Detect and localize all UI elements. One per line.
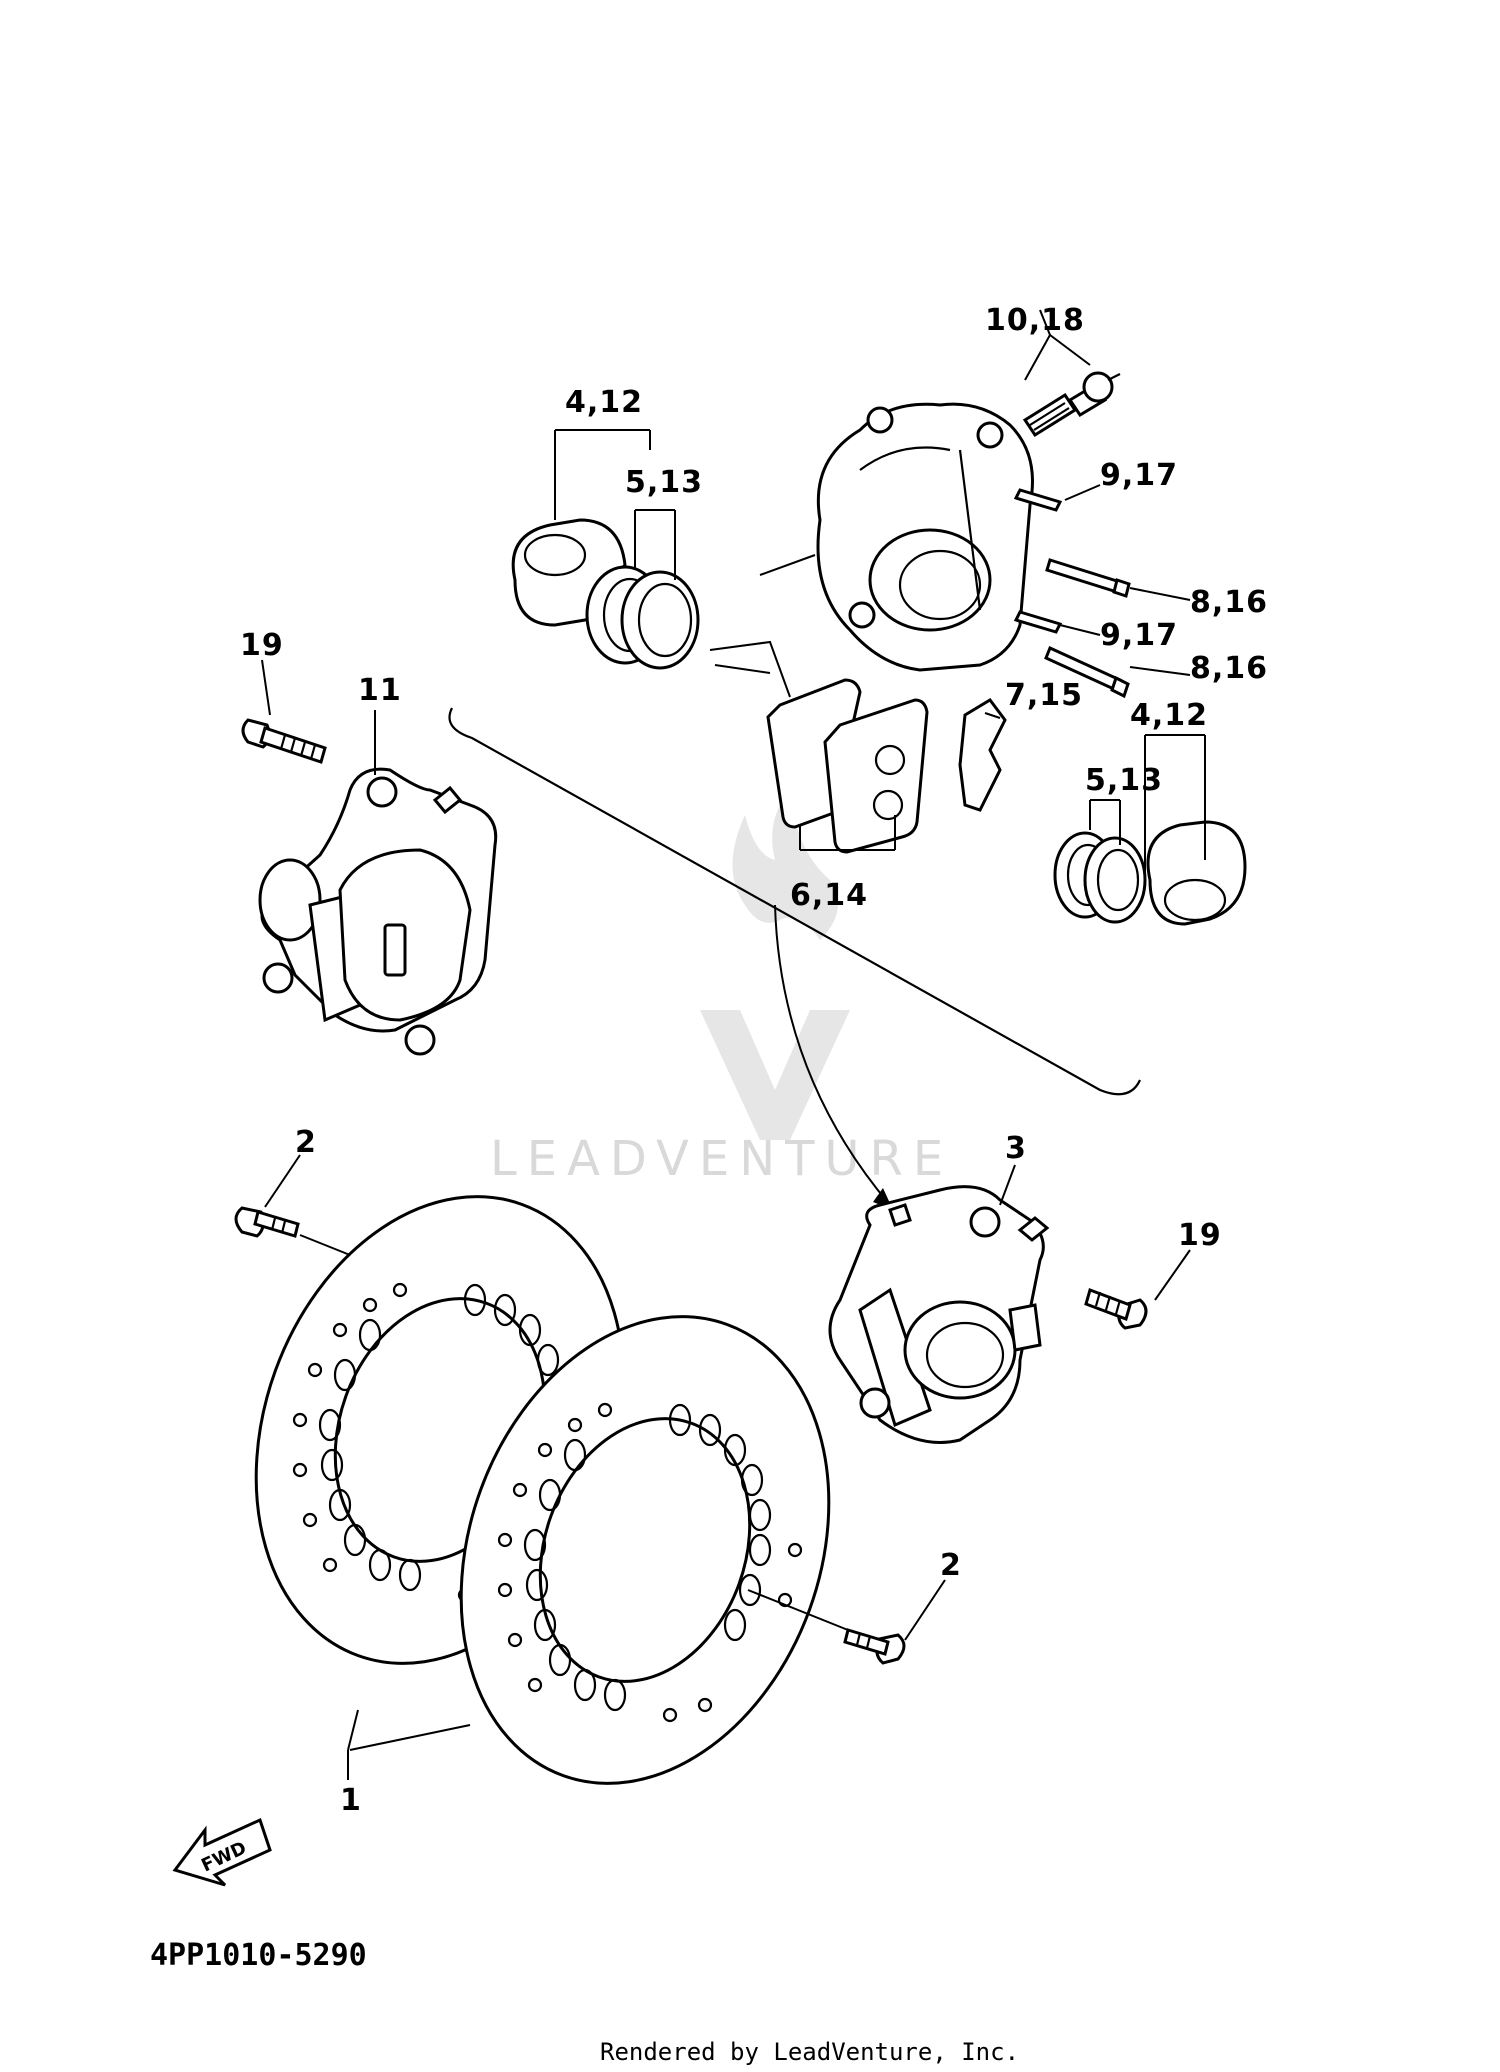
leader-1 [347,1709,471,1780]
leader-2-right [904,1579,946,1641]
label-7-15: 7,15 [1005,678,1083,713]
disc-bolt-right-line [747,1589,849,1631]
disc-bolt-left [234,1206,300,1238]
label-6-14: 6,14 [790,878,868,913]
watermark-logo [700,790,850,1140]
caliper-assembly-right [828,1185,1050,1444]
group-bracket [448,707,1142,1096]
fwd-arrow-icon: FWD [172,1817,272,1887]
callout-labels: 10,18 4,12 5,13 9,17 8,16 9,17 8,16 7,15… [240,303,1268,1818]
label-4-12-right: 4,12 [1130,698,1208,733]
brake-disc-right [459,1315,831,1785]
label-8-16-top: 8,16 [1190,585,1268,620]
pad-pin-upper [1045,558,1131,598]
bleed-cap [1082,371,1121,403]
mounting-bolt-left [241,718,327,764]
label-19-right: 19 [1178,1218,1222,1253]
disc-bolt-left-line [299,1234,351,1256]
watermark-text: LEADVENTURE [490,1131,953,1187]
assembly-arrow [774,904,891,1206]
caliper-assembly-left [258,767,498,1056]
diagram-code: 4PP1010-5290 [150,1938,367,1973]
label-4-12-top: 4,12 [565,385,643,420]
leader-19-left [261,659,271,716]
leader-lines-top [554,309,1206,875]
label-2-left: 2 [295,1125,317,1160]
seals-right [1053,831,1147,924]
label-10-18: 10,18 [985,303,1085,338]
footer-credit: Rendered by LeadVenture, Inc. [600,2038,1019,2066]
label-1: 1 [340,1783,362,1818]
leader-2-left [264,1154,301,1208]
label-3: 3 [1005,1131,1027,1166]
label-5-13-right: 5,13 [1085,763,1163,798]
pad-pin-lower [1044,645,1130,699]
piston-right [1146,820,1247,926]
disc-bolt-right [843,1628,906,1665]
label-11: 11 [358,673,402,708]
label-8-16-mid: 8,16 [1190,651,1268,686]
label-19-left: 19 [240,628,284,663]
brake-pads [766,678,929,854]
mounting-bolt-right [1084,1288,1148,1330]
pad-spring [958,698,1007,812]
label-9-17-top: 9,17 [1100,458,1178,493]
caliper-body-top [816,402,1034,672]
label-2-right: 2 [940,1548,962,1583]
leader-3 [999,1164,1016,1206]
pad-clip-lower [1013,610,1063,634]
seals-top [585,565,700,670]
label-5-13-top: 5,13 [625,465,703,500]
label-9-17-mid: 9,17 [1100,618,1178,653]
pad-clip-upper [1013,488,1063,512]
leader-19-right [1154,1249,1191,1301]
